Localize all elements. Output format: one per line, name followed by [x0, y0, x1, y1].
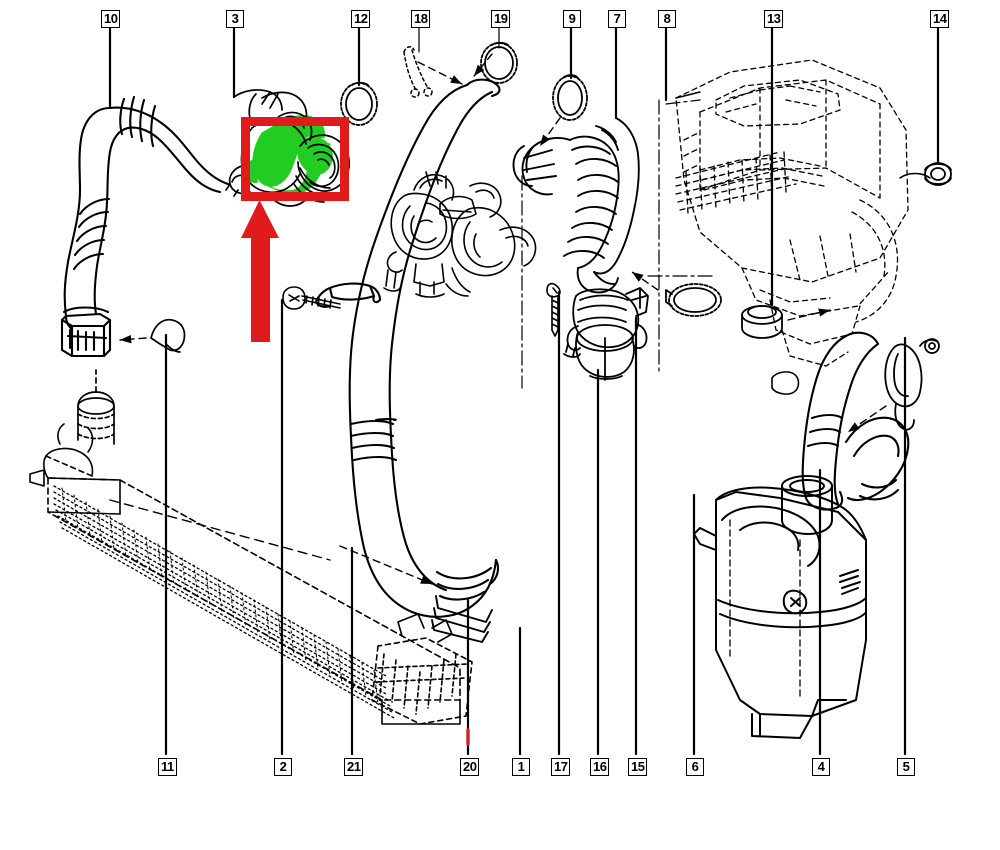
callout-17[interactable]: 17	[551, 758, 571, 776]
part-11-bracket-clip	[150, 318, 186, 353]
leader-lines-top	[108, 26, 940, 307]
callout-20[interactable]: 20	[460, 758, 480, 776]
assembly-arrow-18	[417, 61, 463, 85]
centerline-references	[521, 99, 713, 389]
callout-4[interactable]: 4	[812, 758, 830, 776]
assembly-dash-intercooler	[109, 499, 331, 561]
callout-11[interactable]: 11	[158, 758, 177, 776]
engine-block-phantom	[675, 59, 909, 367]
part-20-inlet-connector	[371, 613, 473, 725]
part-12-clamp-ring	[340, 81, 378, 126]
part-6-lower-hose-branch	[844, 416, 910, 502]
part-13-oil-filler-cap	[741, 305, 783, 339]
part-11-assembly-arrow	[119, 334, 147, 344]
part-1-hose-cuff	[431, 595, 493, 643]
part-21-mounting-bolt	[282, 286, 341, 310]
part-14-mount-grommet	[924, 162, 952, 186]
assembly-arrow-13	[787, 308, 831, 321]
callout-14[interactable]: 14	[930, 10, 950, 28]
reservoir-bracket	[771, 371, 800, 395]
callout-12[interactable]: 12	[351, 10, 371, 28]
part-2-turbo-hose	[314, 78, 501, 618]
intercooler-inlet-neck	[77, 369, 115, 445]
callout-6[interactable]: 6	[686, 758, 704, 776]
assembly-arrow-5	[847, 405, 887, 433]
part-7-air-filter-duct	[512, 117, 640, 294]
highlight-arrow-up	[241, 200, 279, 342]
callout-18[interactable]: 18	[411, 10, 431, 28]
assembly-arrow-8	[631, 271, 659, 291]
callout-8[interactable]: 8	[658, 10, 676, 28]
engine-accent-lines	[675, 91, 931, 179]
callout-13[interactable]: 13	[764, 10, 784, 28]
callout-1[interactable]: 1	[512, 758, 530, 776]
callout-7[interactable]: 7	[608, 10, 626, 28]
part-10-left-hose	[60, 95, 230, 358]
callout-21[interactable]: 21	[344, 758, 364, 776]
assembly-arrow-19	[473, 53, 493, 77]
part-16-air-flow-meter	[563, 287, 649, 381]
callout-10[interactable]: 10	[101, 10, 121, 28]
part-5-filler-neck	[884, 338, 940, 431]
callout-2[interactable]: 2	[274, 758, 292, 776]
part-6-resonator-hose	[801, 331, 880, 511]
part-19-clamp-ring	[480, 41, 518, 84]
turbocharger-assembly	[383, 171, 537, 298]
part-18-spring-clip	[403, 46, 433, 98]
leader-lines-bottom	[164, 290, 907, 756]
intercooler-fin-ticks	[61, 487, 379, 705]
callout-19[interactable]: 19	[491, 10, 511, 28]
assembly-arrow-21	[339, 545, 433, 585]
intercooler-left-tank	[29, 423, 94, 487]
assembly-arrow-9	[539, 117, 561, 147]
callout-9[interactable]: 9	[563, 10, 581, 28]
callout-3[interactable]: 3	[226, 10, 244, 28]
callout-16[interactable]: 16	[590, 758, 610, 776]
callout-5[interactable]: 5	[897, 758, 915, 776]
part-9-duct-clamp	[552, 74, 588, 121]
part-8-clamp-ring	[665, 283, 722, 317]
part-4-washer-reservoir	[693, 475, 867, 739]
part-17-screw	[546, 282, 561, 337]
callout-15[interactable]: 15	[628, 758, 648, 776]
